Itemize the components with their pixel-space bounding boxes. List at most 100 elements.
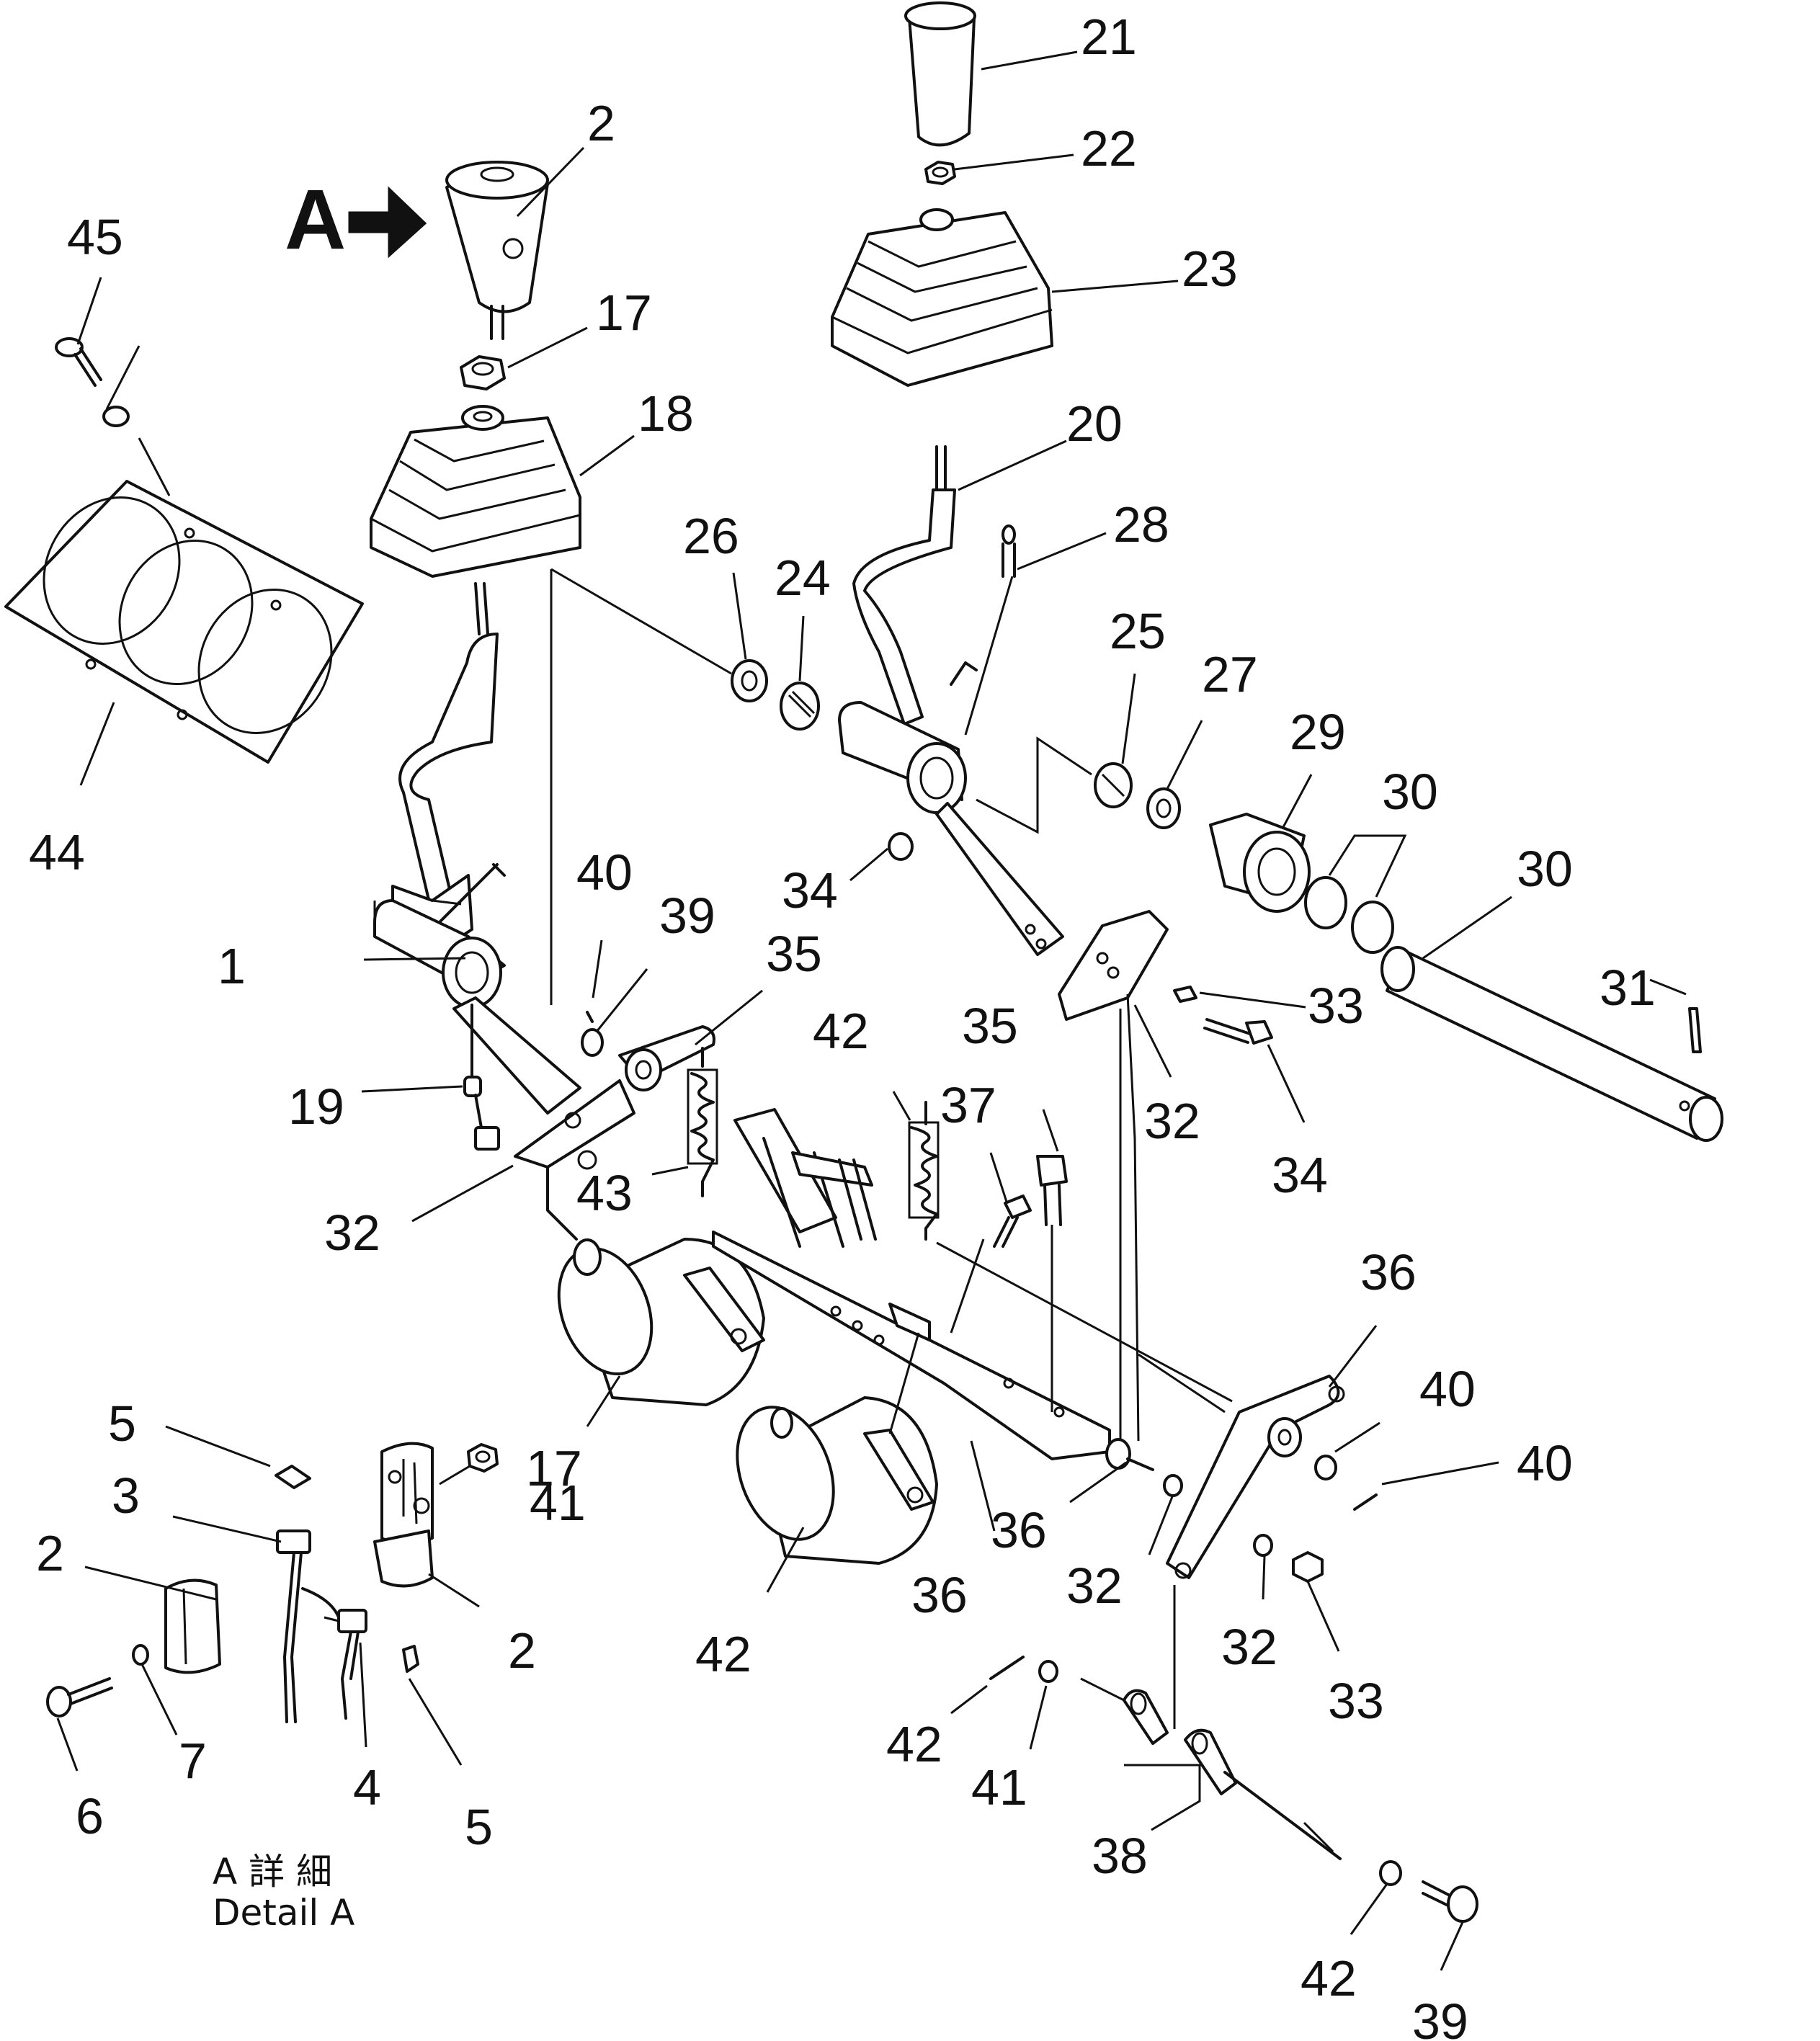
part-bearing-17-left — [731, 659, 768, 702]
part-screw-6 — [46, 1677, 113, 1718]
callouts: 45 44 2 17 18 21 22 23 20 28 26 24 25 27… — [29, 9, 1656, 2041]
callout-2-detail-left: 2 — [36, 1525, 64, 1581]
callout-7: 7 — [179, 1733, 207, 1789]
part-fitting-18 — [1002, 524, 1016, 578]
part-washer-32-a — [1163, 1474, 1183, 1497]
callout-42-top: 42 — [813, 1003, 869, 1059]
part-link-11 — [463, 1004, 500, 1151]
part-bushing-16-right — [1094, 762, 1133, 808]
callout-29: 35 — [962, 998, 1018, 1054]
callout-24: 32 — [1144, 1093, 1200, 1149]
leader-lines — [56, 50, 1687, 1971]
callout-32-left: 32 — [1066, 1558, 1123, 1614]
part-washer-7 — [132, 1644, 149, 1666]
callout-16-right: 25 — [1110, 603, 1166, 659]
part-nut-8 — [467, 1443, 499, 1473]
callout-32-right: 32 — [1221, 1619, 1277, 1675]
callout-42-left: 43 — [576, 1165, 633, 1221]
callout-34-left: 39 — [659, 888, 715, 944]
part-bolt-37 — [993, 1194, 1032, 1248]
part-washer-34-left — [581, 1028, 604, 1057]
parts-artwork — [4, 1, 1723, 1923]
part-lever-1 — [373, 582, 581, 1115]
view-arrow-a-icon — [348, 186, 427, 259]
callout-1: 1 — [218, 938, 246, 994]
part-knob-13 — [904, 1, 976, 147]
callout-25: 33 — [1308, 978, 1364, 1034]
callout-40-left: 41 — [971, 1759, 1027, 1816]
part-pin-39 — [1422, 1880, 1478, 1923]
callout-28: 36 — [911, 1567, 968, 1623]
part-washer-40-b — [1379, 1860, 1402, 1886]
callout-38: 38 — [1092, 1828, 1148, 1884]
callout-44: 45 — [67, 209, 123, 265]
part-washer-27 — [888, 832, 914, 861]
part-fitting-31 — [1105, 1438, 1154, 1471]
part-lever-plate-30-right — [1166, 1375, 1345, 1579]
part-switch-3 — [276, 1529, 340, 1723]
callout-33: 33 — [1328, 1673, 1384, 1729]
part-pin-35-left — [586, 1011, 594, 1023]
callout-43: 44 — [29, 824, 85, 880]
part-screw-44 — [55, 337, 102, 387]
callout-20: 30 — [1382, 764, 1438, 820]
part-washer-45 — [102, 406, 130, 427]
callout-31: 36 — [991, 1502, 1047, 1558]
callout-13: 21 — [1081, 9, 1137, 65]
callout-5-bottom: 5 — [465, 1799, 493, 1855]
part-nut-9 — [460, 355, 506, 390]
callout-9: 17 — [596, 285, 652, 341]
part-washer-32-b — [1253, 1534, 1273, 1557]
part-bushing-16-left — [780, 682, 820, 731]
callout-10: 18 — [638, 385, 694, 442]
part-washer-34-right — [1314, 1455, 1337, 1480]
part-cylinder-36-left — [557, 1238, 765, 1406]
part-plate-24 — [1058, 910, 1169, 1021]
part-boot-15 — [831, 208, 1053, 387]
part-washer-40-a — [1038, 1660, 1058, 1683]
callout-3: 3 — [112, 1468, 140, 1524]
part-lever-plate-30-left — [618, 1025, 715, 1091]
part-pin-25 — [1173, 986, 1197, 1003]
part-spring-42-right — [908, 1101, 940, 1241]
part-bolt-26 — [1203, 1018, 1273, 1045]
callout-11: 19 — [288, 1078, 344, 1135]
part-knob-2-detail-left — [164, 1578, 221, 1674]
callout-16-left: 24 — [775, 550, 831, 606]
part-pin-22 — [1688, 1007, 1702, 1053]
callout-41: 42 — [886, 1716, 942, 1772]
callout-30-left: 35 — [766, 926, 822, 982]
part-washer-20-a — [1304, 876, 1347, 929]
part-plate-43 — [4, 480, 364, 764]
detail-caption-en: Detail A — [213, 1892, 354, 1934]
assembly-lines — [373, 568, 1334, 1853]
part-frame-28 — [712, 1108, 1111, 1460]
part-switch-4 — [324, 1609, 367, 1720]
callout-27: 34 — [782, 862, 838, 919]
callout-39: 39 — [1412, 1993, 1468, 2041]
part-bearing-17-right — [1146, 787, 1181, 829]
part-pin-41 — [989, 1656, 1025, 1680]
callout-21: 30 — [1517, 841, 1573, 897]
part-nut-33 — [1292, 1551, 1324, 1583]
part-clip-5-a — [275, 1465, 311, 1489]
callout-5-top: 5 — [108, 1395, 136, 1452]
part-boot-10 — [370, 405, 581, 578]
callout-2-top: 2 — [587, 95, 615, 151]
callout-18: 28 — [1113, 496, 1169, 553]
part-clip-5-b — [402, 1645, 419, 1673]
callout-36-right: 42 — [695, 1626, 751, 1682]
part-washer-20-b — [1351, 901, 1394, 954]
part-shaft-21 — [1380, 946, 1723, 1142]
callout-37: 37 — [940, 1077, 996, 1133]
callout-35-right: 40 — [1517, 1435, 1573, 1491]
part-knob-2-detail-right — [373, 1442, 434, 1588]
callout-17-right: 27 — [1202, 646, 1258, 702]
callout-30-right: 36 — [1360, 1244, 1417, 1300]
part-knob-2 — [445, 161, 549, 340]
callout-35-left: 40 — [576, 844, 633, 901]
part-cylinder-36-right — [736, 1396, 938, 1565]
callout-4: 4 — [353, 1759, 381, 1816]
part-link-38 — [1123, 1689, 1342, 1860]
